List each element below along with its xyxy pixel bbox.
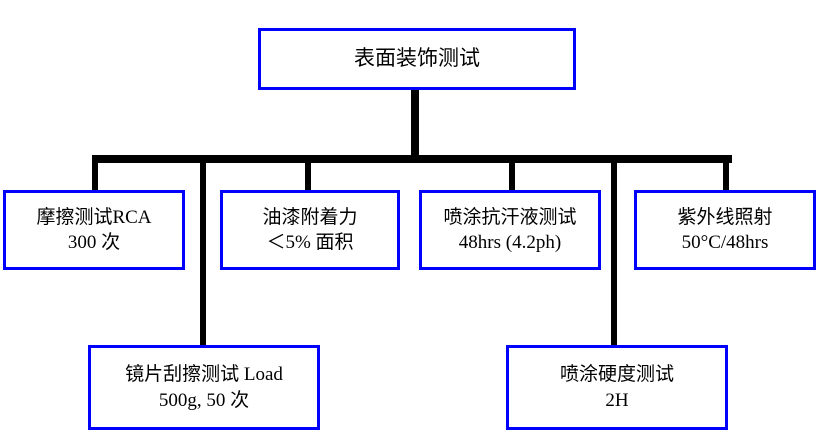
- connector-drop-sub-1: [200, 155, 206, 345]
- connector-drop-leaf-3: [509, 155, 515, 192]
- node-leaf-sweat-resistance[interactable]: 喷涂抗汗液测试 48hrs (4.2ph): [419, 190, 601, 270]
- node-leaf-rca-line2: 300 次: [67, 232, 121, 253]
- connector-drop-leaf-4: [723, 155, 729, 192]
- node-leaf-uv-line1: 紫外线照射: [677, 206, 773, 228]
- connector-drop-leaf-1: [92, 155, 98, 192]
- node-leaf-sweat-resistance-line1: 喷涂抗汗液测试: [443, 206, 577, 228]
- node-sub-lens-scratch-line1: 镜片刮擦测试 Load: [125, 364, 283, 386]
- connector-horizontal-bus: [98, 155, 732, 163]
- node-sub-lens-scratch-line2: 500g, 50 次: [158, 389, 250, 411]
- node-sub-coating-hardness[interactable]: 喷涂硬度测试 2H: [506, 345, 728, 430]
- node-root-surface-decoration-test[interactable]: 表面装饰测试: [258, 28, 576, 90]
- node-sub-lens-scratch[interactable]: 镜片刮擦测试 Load 500g, 50 次: [88, 345, 320, 430]
- connector-drop-leaf-2: [305, 155, 311, 192]
- node-root-line1: 表面装饰测试: [354, 46, 480, 71]
- connector-root-trunk: [411, 88, 419, 158]
- node-leaf-paint-adhesion-line1: 油漆附着力: [262, 206, 358, 228]
- node-leaf-paint-adhesion[interactable]: 油漆附着力 ＜5% 面积: [220, 190, 400, 270]
- node-sub-coating-hardness-line1: 喷涂硬度测试: [559, 364, 674, 386]
- node-sub-coating-hardness-line2: 2H: [605, 389, 629, 411]
- node-leaf-uv-line2: 50°C/48hrs: [681, 232, 769, 253]
- node-leaf-paint-adhesion-line2: ＜5% 面积: [266, 232, 354, 253]
- node-leaf-uv[interactable]: 紫外线照射 50°C/48hrs: [634, 190, 816, 270]
- connector-drop-sub-2: [611, 155, 617, 345]
- node-leaf-rca-line1: 摩擦测试RCA: [36, 206, 152, 228]
- node-leaf-sweat-resistance-line2: 48hrs (4.2ph): [458, 232, 562, 253]
- node-leaf-rca[interactable]: 摩擦测试RCA 300 次: [3, 190, 185, 270]
